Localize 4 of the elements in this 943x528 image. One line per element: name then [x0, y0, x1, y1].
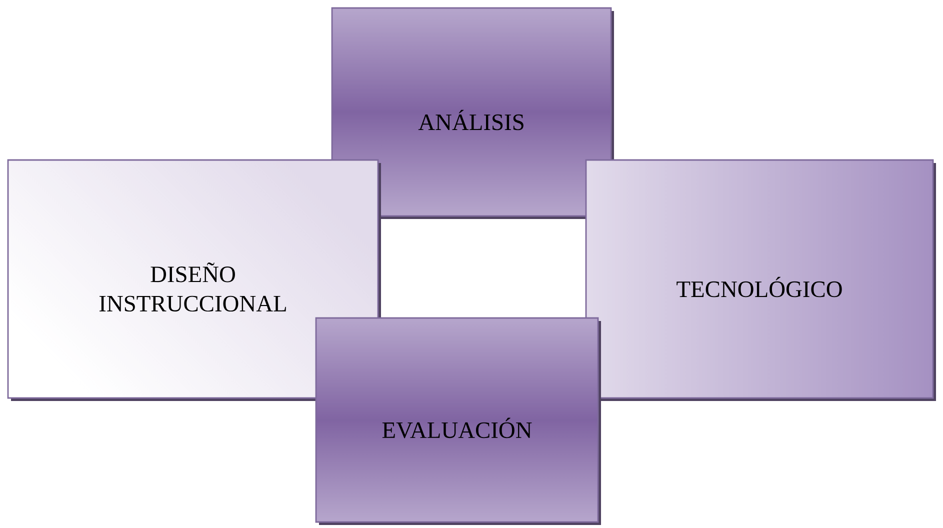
process-box: EVALUACIÓN	[315, 317, 601, 525]
process-box: DISEÑO INSTRUCCIONAL	[7, 159, 381, 401]
process-box: TECNOLÓGICO	[585, 159, 936, 401]
process-box: ANÁLISIS	[331, 7, 614, 219]
